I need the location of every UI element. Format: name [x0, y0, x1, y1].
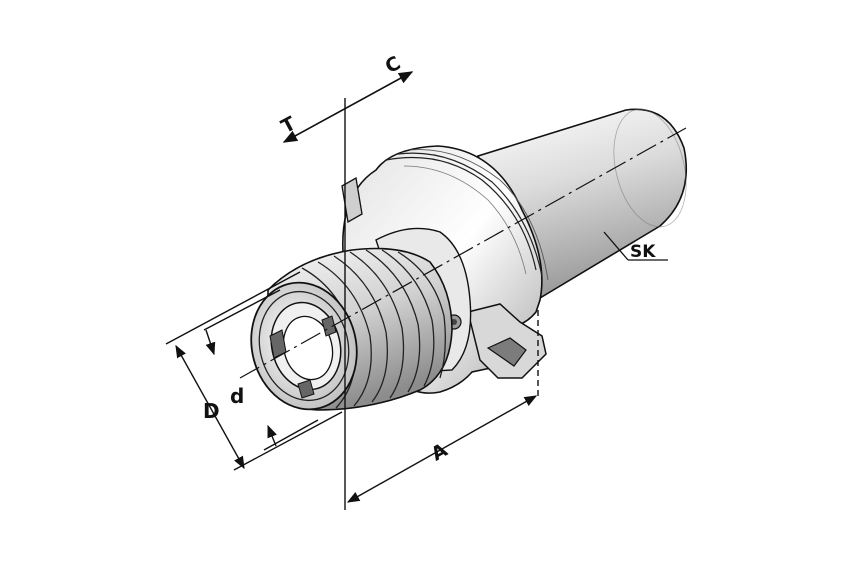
label-sk: SK — [630, 242, 656, 262]
dimension-a — [346, 310, 539, 503]
label-t: T — [278, 112, 300, 138]
label-d-inner: d — [230, 384, 244, 408]
label-a: A — [428, 439, 452, 466]
center-axis — [239, 127, 687, 379]
label-c: C — [382, 52, 405, 78]
drive-slot — [341, 176, 547, 379]
sk-leader — [603, 231, 668, 261]
front-face — [250, 281, 358, 411]
dimension-diameters — [165, 271, 343, 471]
label-d-outer: D — [203, 399, 220, 423]
dimension-c-t — [282, 71, 414, 143]
